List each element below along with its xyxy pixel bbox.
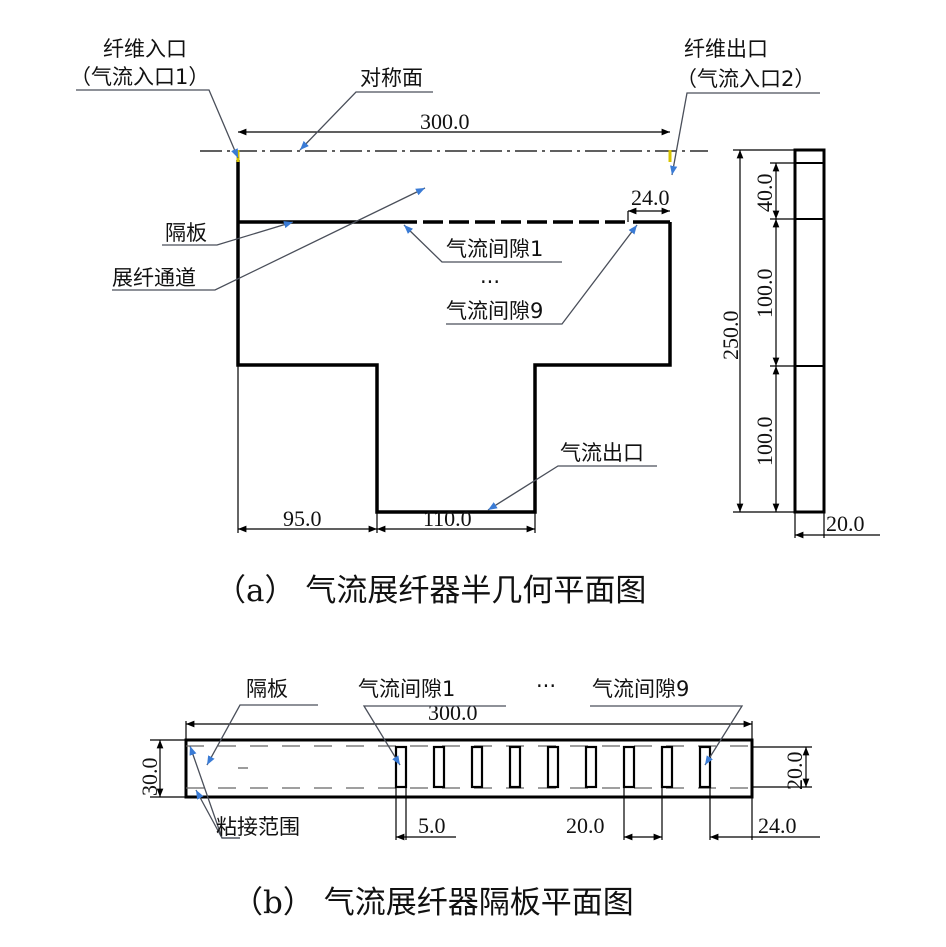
- label-fiber-outlet: 纤维出口: [684, 37, 768, 61]
- dim-300: 300.0: [238, 109, 670, 136]
- dim-40-label: 40.0: [752, 174, 777, 213]
- leader-b-bond-bottom: [195, 789, 240, 839]
- label-spreading-channel: 展纤通道: [112, 266, 196, 290]
- dim-100-lower-label: 100.0: [752, 417, 777, 467]
- label-air-inlet-1: （气流入口1）: [70, 65, 209, 89]
- dim-b-5-label: 5.0: [418, 813, 446, 838]
- caption-b: （b） 气流展纤器隔板平面图: [232, 885, 634, 921]
- spreader-body-outline: [236, 160, 672, 514]
- air-gap-slots: [394, 745, 712, 789]
- leader-gap9: [446, 224, 638, 325]
- label-bond-range: 粘接范围: [216, 815, 300, 839]
- dim-24: 24.0: [627, 185, 670, 222]
- caption-a: （a） 气流展纤器半几何平面图: [215, 573, 646, 609]
- dim-95: 95.0: [238, 506, 377, 533]
- leader-b-gap9: [590, 705, 744, 766]
- dim-20-thickness-label: 20.0: [826, 511, 865, 536]
- label-air-gap-9-a: 气流间隙9: [446, 299, 543, 323]
- leader-partition: [162, 221, 294, 246]
- leader-channel: [112, 187, 426, 291]
- label-symmetry-plane: 对称面: [360, 66, 423, 90]
- leader-b-partition: [206, 704, 318, 766]
- dim-110-label: 110.0: [423, 506, 472, 531]
- label-fiber-inlet: 纤维入口: [103, 37, 187, 61]
- label-air-gap-1-a: 气流间隙1: [446, 237, 543, 261]
- dim-24-label: 24.0: [631, 185, 670, 210]
- label-ellipsis-b: ···: [536, 674, 556, 698]
- label-partition-b: 隔板: [246, 677, 288, 701]
- label-air-gap-1-b: 气流间隙1: [358, 677, 455, 701]
- dim-b-20-pitch-label: 20.0: [566, 813, 605, 838]
- figure-a: 300.0 24.0 95.0 110.0: [70, 37, 880, 609]
- dim-95-label: 95.0: [283, 506, 322, 531]
- label-air-inlet-2: （气流入口2）: [676, 67, 815, 91]
- leader-fiber-inlet: [76, 89, 239, 159]
- dim-300-label: 300.0: [420, 109, 470, 134]
- leader-symmetry: [299, 91, 433, 151]
- side-view: 250.0 40.0 100.0 100.0 20.0: [718, 148, 880, 539]
- dim-b-300-label: 300.0: [428, 700, 478, 725]
- partition-plate: [184, 738, 754, 799]
- label-air-outlet: 气流出口: [560, 441, 644, 465]
- leader-b-gap1: [362, 705, 506, 766]
- dim-250-label: 250.0: [718, 311, 743, 361]
- dim-b-30-label: 30.0: [137, 758, 162, 797]
- dim-b-24-label: 24.0: [758, 813, 797, 838]
- figure-b: 300.0 30.0 20.0 5.0 20.0 24.0: [137, 674, 820, 921]
- leader-outlet: [487, 465, 657, 511]
- dim-b-20-label: 20.0: [782, 752, 807, 791]
- label-ellipsis-a: ···: [480, 270, 500, 294]
- leader-gap1: [403, 224, 562, 263]
- dim-100-upper-label: 100.0: [752, 269, 777, 319]
- dim-110: 110.0: [377, 506, 535, 533]
- label-partition-a: 隔板: [165, 221, 207, 245]
- label-air-gap-9-b: 气流间隙9: [592, 677, 689, 701]
- leader-fiber-outlet: [670, 92, 820, 176]
